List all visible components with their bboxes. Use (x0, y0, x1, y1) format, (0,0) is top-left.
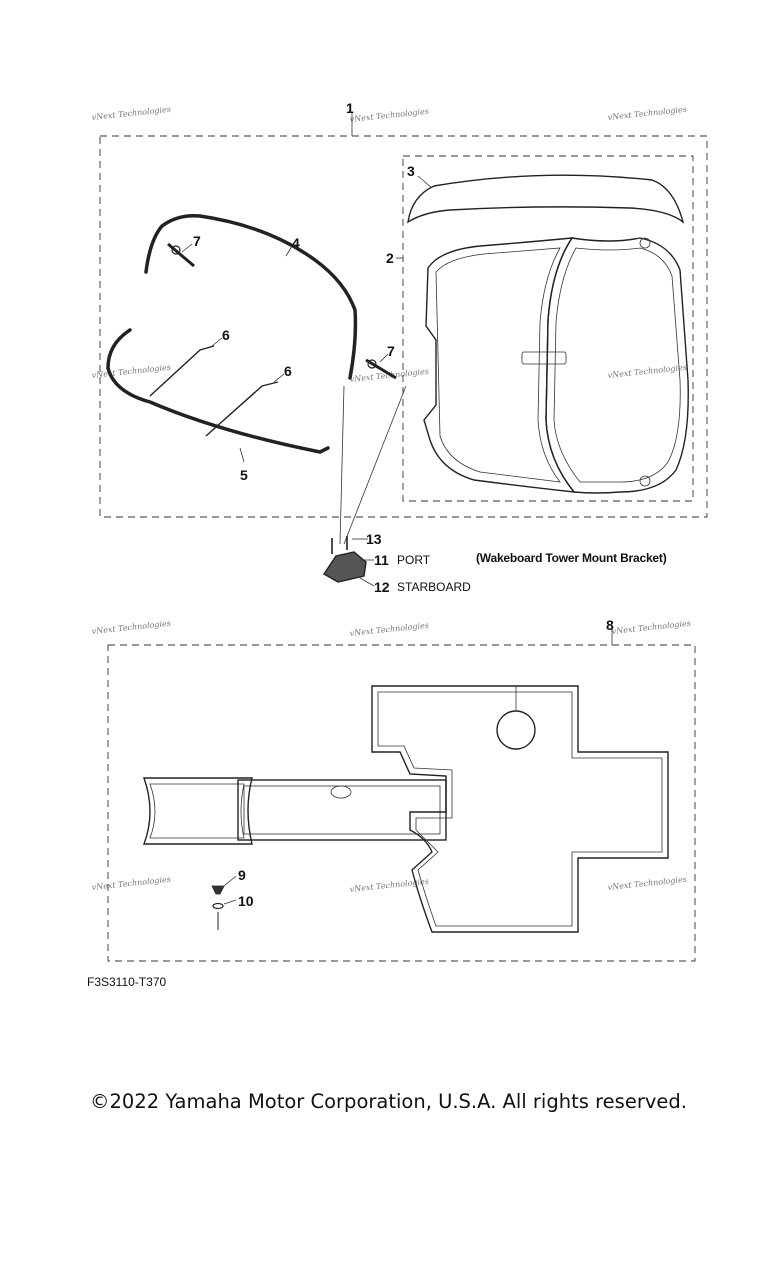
watermark: vNext Technologies (349, 877, 429, 894)
leader-line (223, 899, 237, 905)
watermark: vNext Technologies (349, 107, 429, 124)
callout-2: 2 (386, 250, 394, 266)
group-1-assembly: 1 2 3 4 7 5 (99, 100, 708, 518)
mat-stern-piece (142, 777, 253, 845)
part-10-washer (212, 902, 224, 930)
part-4-upper-rail (144, 213, 358, 380)
figure-code: F3S3110-T370 (87, 975, 166, 989)
leader-line (211, 337, 223, 347)
leader-line (273, 373, 285, 383)
mat-front-inner (377, 691, 663, 927)
callout-10: 10 (238, 893, 254, 909)
watermark: vNext Technologies (349, 621, 429, 638)
leader-line (417, 175, 433, 189)
mat-center-cutout (330, 785, 352, 799)
callout-6: 6 (222, 327, 230, 343)
callout-8: 8 (606, 617, 614, 633)
watermark: vNext Technologies (91, 875, 171, 892)
callout-7: 7 (387, 343, 395, 359)
callout-7: 7 (193, 233, 201, 249)
leader-line (359, 577, 375, 587)
callout-4: 4 (292, 235, 300, 251)
watermark: vNext Technologies (611, 619, 691, 636)
part-3-cushion (407, 174, 685, 224)
mat-front-piece (371, 685, 669, 933)
watermark: vNext Technologies (91, 363, 171, 380)
callout-12: 12 (374, 579, 390, 595)
leader-line (343, 385, 407, 545)
callout-6: 6 (284, 363, 292, 379)
label-port: PORT (397, 553, 431, 567)
leader-line (223, 875, 237, 887)
leader-line (239, 447, 245, 463)
group-2-boundary (402, 155, 694, 502)
group-8-boundary (107, 644, 696, 962)
mat-front-cutout (496, 710, 536, 750)
watermarks: vNext Technologies vNext Technologies vN… (91, 105, 691, 894)
bracket-assembly: 13 11 PORT 12 STARBOARD (Wakeboard Tower… (323, 531, 667, 595)
leader-line (379, 353, 389, 363)
part-5-lower-rail (106, 328, 330, 454)
callout-1: 1 (346, 100, 354, 116)
group-1-boundary (99, 135, 708, 518)
watermark: vNext Technologies (91, 105, 171, 122)
leader-line (339, 385, 345, 545)
leader-line (285, 245, 293, 257)
watermark: vNext Technologies (607, 875, 687, 892)
callout-5: 5 (240, 467, 248, 483)
part-7-mount-pin (365, 358, 397, 380)
copyright-notice: ©2022 Yamaha Motor Corporation, U.S.A. A… (90, 1090, 687, 1113)
part-7-mount-pin (167, 242, 195, 268)
bracket-note: (Wakeboard Tower Mount Bracket) (476, 551, 667, 565)
callout-9: 9 (238, 867, 246, 883)
callout-3: 3 (407, 163, 415, 179)
part-6-strut (205, 381, 279, 437)
leader-line (181, 243, 193, 253)
watermark: vNext Technologies (607, 105, 687, 122)
part-9-snap-fastener (211, 885, 225, 895)
label-starboard: STARBOARD (397, 580, 471, 594)
group-8-floor-mat: 8 9 10 (107, 617, 696, 962)
part-11-12-mount-bracket (323, 551, 367, 583)
watermark: vNext Technologies (91, 619, 171, 636)
watermark: vNext Technologies (607, 363, 687, 380)
mat-center-piece (237, 779, 447, 841)
callout-11: 11 (374, 552, 389, 568)
part-6-strut (149, 345, 215, 397)
part-2-mat (423, 237, 689, 494)
mat-stern-inner (149, 783, 245, 839)
callout-13: 13 (366, 531, 382, 547)
